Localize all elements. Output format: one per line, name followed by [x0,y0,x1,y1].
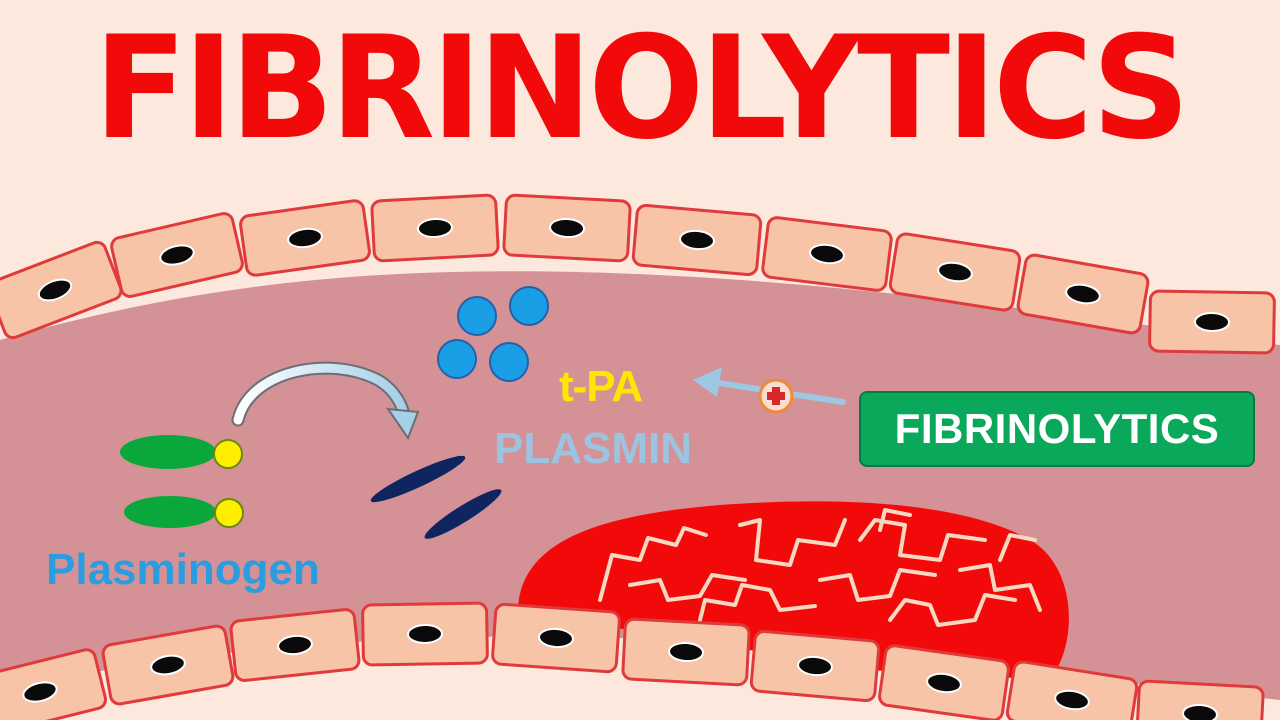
fibrinolytics-drug-box: FIBRINOLYTICS [859,391,1255,467]
tpa-molecule [457,296,497,336]
bottom-vessel-wall [0,601,1265,720]
blood-clot [518,501,1069,680]
curved-arrow-icon [231,361,420,441]
plus-circle-icon [758,378,794,414]
tpa-label: t-PA [559,362,643,411]
tpa-molecule [509,286,549,326]
tpa-molecule [437,339,477,379]
plasmin-molecules [370,455,502,539]
top-vessel-wall [0,193,1276,355]
plasminogen-molecules [120,435,244,528]
page-title: FIBRINOLYTICS [93,6,1190,171]
plasminogen-label: Plasminogen [46,545,320,594]
tpa-molecule [489,342,529,382]
plasmin-label: PLASMIN [494,424,692,473]
tpa-molecules [437,286,549,382]
